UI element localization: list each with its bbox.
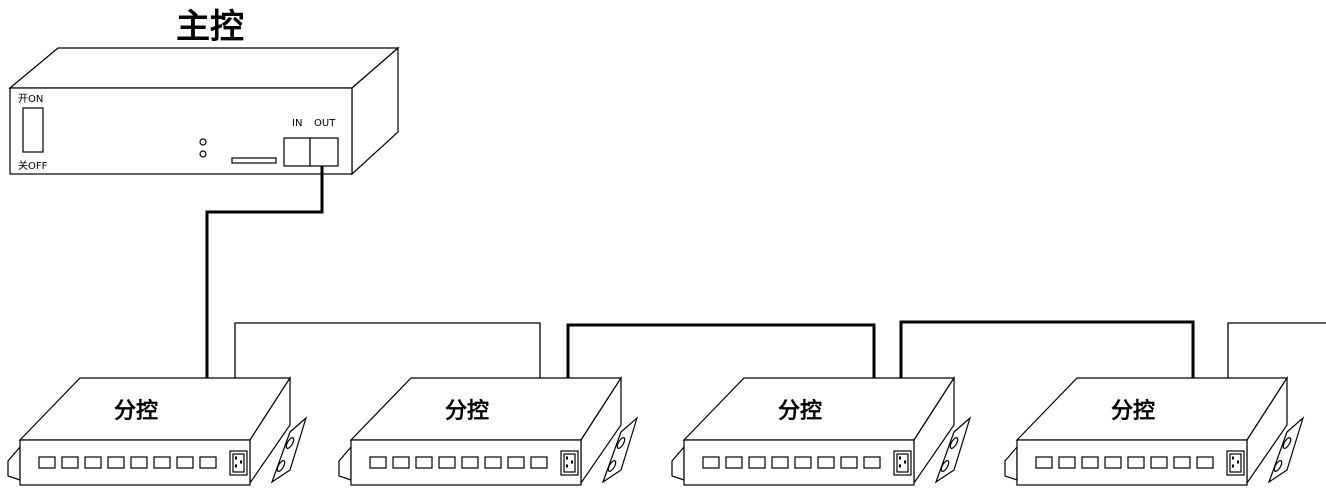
daisy-chain-cable bbox=[566, 323, 876, 378]
daisy-chain-cable bbox=[1227, 322, 1326, 378]
output-port bbox=[507, 456, 525, 469]
output-port bbox=[176, 456, 194, 469]
sub-controller: 分控 bbox=[338, 375, 639, 486]
output-port bbox=[415, 456, 433, 469]
sub-controller-label: 分控 bbox=[114, 398, 158, 424]
mounting-hole bbox=[1273, 460, 1283, 472]
output-port bbox=[794, 456, 812, 469]
sub-controller-label: 分控 bbox=[445, 398, 489, 424]
mounting-hole bbox=[616, 437, 626, 449]
output-port bbox=[840, 456, 858, 469]
power-switch bbox=[22, 107, 44, 153]
output-port bbox=[369, 456, 387, 469]
power-switch-off-label: 关OFF bbox=[18, 159, 48, 172]
port-out-label: OUT bbox=[314, 118, 336, 129]
power-socket-inner bbox=[896, 453, 909, 473]
output-port bbox=[438, 456, 456, 469]
sub-controller: 分控 bbox=[1004, 375, 1305, 486]
sub-controller-label: 分控 bbox=[778, 398, 822, 424]
output-port bbox=[817, 456, 835, 469]
mounting-hole bbox=[607, 460, 617, 472]
output-port bbox=[1150, 456, 1168, 469]
indicator-light bbox=[199, 150, 207, 158]
port-out bbox=[309, 137, 339, 167]
mounting-bracket bbox=[1004, 445, 1018, 481]
output-port bbox=[771, 456, 789, 469]
power-switch-on-label: 开ON bbox=[18, 94, 43, 105]
sub-controller: 分控 bbox=[7, 375, 308, 486]
main-controller-top-face bbox=[8, 47, 400, 89]
port-in bbox=[283, 137, 311, 167]
mounting-hole bbox=[285, 437, 295, 449]
output-port bbox=[84, 456, 102, 469]
output-port bbox=[1104, 456, 1122, 469]
sub-controller-label: 分控 bbox=[1111, 398, 1155, 424]
output-port bbox=[530, 456, 548, 469]
mounting-hole bbox=[1282, 437, 1292, 449]
main-controller: 主控 开ON 关OFF IN OUT bbox=[8, 7, 400, 176]
sub-controllers: 分控 分控 分控 分控 bbox=[7, 375, 1305, 486]
socket-pin bbox=[240, 460, 242, 464]
indicator-light bbox=[199, 138, 207, 146]
output-port bbox=[107, 456, 125, 469]
mounting-bracket bbox=[338, 445, 352, 481]
cables bbox=[205, 166, 1326, 378]
output-port bbox=[702, 456, 720, 469]
mounting-hole bbox=[949, 437, 959, 449]
output-port bbox=[199, 456, 217, 469]
port-in-label: IN bbox=[292, 118, 302, 129]
output-port bbox=[1035, 456, 1053, 469]
daisy-chain-cable bbox=[899, 320, 1195, 378]
output-port bbox=[38, 456, 56, 469]
output-port bbox=[1196, 456, 1214, 469]
output-port bbox=[392, 456, 410, 469]
sub-controller: 分控 bbox=[671, 375, 972, 486]
output-port bbox=[461, 456, 479, 469]
socket-pin bbox=[899, 456, 901, 460]
socket-pin bbox=[571, 460, 573, 464]
output-port bbox=[1058, 456, 1076, 469]
output-port bbox=[1081, 456, 1099, 469]
main-output-cable bbox=[205, 166, 324, 378]
mounting-hole bbox=[940, 460, 950, 472]
power-socket-inner bbox=[1229, 453, 1242, 473]
mounting-hole bbox=[276, 460, 286, 472]
output-port bbox=[130, 456, 148, 469]
main-controller-title: 主控 bbox=[176, 7, 244, 47]
output-port bbox=[484, 456, 502, 469]
socket-pin bbox=[235, 464, 237, 468]
socket-pin bbox=[1237, 460, 1239, 464]
mounting-bracket bbox=[7, 445, 21, 481]
socket-pin bbox=[566, 464, 568, 468]
power-socket-inner bbox=[232, 453, 245, 473]
socket-pin bbox=[1232, 456, 1234, 460]
output-port bbox=[725, 456, 743, 469]
mounting-bracket bbox=[671, 445, 685, 481]
output-port bbox=[1173, 456, 1191, 469]
output-port bbox=[61, 456, 79, 469]
socket-pin bbox=[1232, 464, 1234, 468]
socket-pin bbox=[904, 460, 906, 464]
output-port bbox=[153, 456, 171, 469]
output-port bbox=[1127, 456, 1145, 469]
card-slot bbox=[231, 157, 277, 164]
daisy-chain-cable bbox=[234, 322, 541, 378]
output-port bbox=[863, 456, 881, 469]
socket-pin bbox=[899, 464, 901, 468]
output-port bbox=[748, 456, 766, 469]
socket-pin bbox=[235, 456, 237, 460]
socket-pin bbox=[566, 456, 568, 460]
power-socket-inner bbox=[563, 453, 576, 473]
